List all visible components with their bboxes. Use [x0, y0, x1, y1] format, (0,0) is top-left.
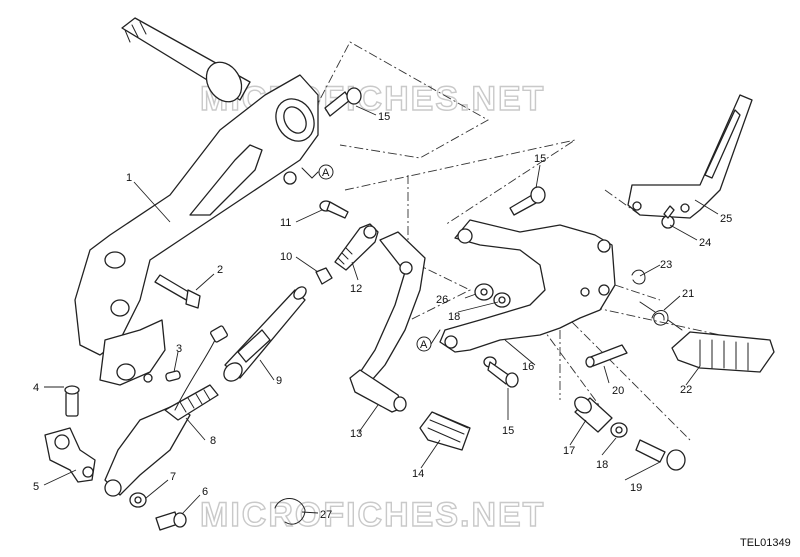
callout-26: 26 — [436, 294, 448, 306]
callout-11: 11 — [280, 217, 291, 229]
callout-4: 4 — [33, 382, 39, 394]
part-15-bolt-low — [483, 356, 519, 388]
part-22-footpeg — [671, 331, 775, 373]
part-17-bushing — [574, 396, 613, 433]
part-18-washer-top — [493, 292, 511, 308]
part-25-heel-guard — [627, 94, 753, 219]
callout-22: 22 — [680, 384, 692, 396]
callout-8: 8 — [210, 435, 216, 447]
part-12-rod-end — [334, 223, 379, 271]
part-5-rod-end — [44, 427, 96, 483]
part-21-spring — [639, 301, 683, 331]
part-23-circlip — [631, 269, 646, 285]
callout-labels: 1 2 3 4 5 6 7 8 9 10 11 12 13 14 15 15 1… — [33, 111, 732, 521]
part-10-nut — [315, 267, 333, 285]
part-15-bolt-top — [324, 87, 362, 117]
callout-24: 24 — [699, 237, 711, 249]
callout-5: 5 — [33, 481, 39, 493]
callout-3: 3 — [176, 343, 182, 355]
callout-14: 14 — [412, 468, 424, 480]
callout-2: 2 — [217, 264, 223, 276]
part-26-washer — [474, 283, 494, 301]
callout-23: 23 — [660, 259, 672, 271]
svg-text:A: A — [420, 339, 428, 351]
callout-12: 12 — [350, 283, 362, 295]
callout-20: 20 — [612, 385, 624, 397]
callout-10: 10 — [280, 251, 292, 263]
part-8-quickshifter — [104, 325, 228, 497]
part-20-pin — [585, 344, 628, 368]
callout-18-top: 18 — [448, 311, 460, 323]
callout-13: 13 — [350, 428, 362, 440]
part-19-pivot-bolt — [635, 439, 686, 471]
callout-19: 19 — [630, 482, 642, 494]
reference-marker-a-top: A — [301, 164, 334, 180]
part-1-bracket — [74, 17, 319, 386]
callout-7: 7 — [170, 471, 176, 483]
part-3-pin — [165, 370, 181, 382]
callout-27: 27 — [320, 509, 332, 521]
part-14-pedal-rubber — [419, 411, 471, 451]
reference-code: TEL01349 — [740, 537, 791, 549]
callout-21: 21 — [682, 288, 694, 300]
part-27-clip — [274, 498, 306, 525]
callout-1: 1 — [126, 172, 132, 184]
callout-15-low: 15 — [502, 425, 514, 437]
reference-marker-a-mid: A — [416, 329, 441, 352]
callout-16: 16 — [522, 361, 534, 373]
callout-6: 6 — [202, 486, 208, 498]
part-13-shift-lever — [349, 231, 426, 413]
svg-text:A: A — [322, 167, 330, 179]
callout-18-low: 18 — [596, 459, 608, 471]
assembly-lines — [304, 41, 721, 441]
part-4-bolt — [64, 385, 80, 417]
watermark-bottom: MICROFICHES.NET — [200, 496, 545, 534]
callout-17: 17 — [563, 445, 575, 457]
part-2-bolt — [154, 274, 201, 309]
part-6-bolt — [155, 511, 187, 531]
part-7-washer — [129, 492, 147, 508]
callout-9: 9 — [276, 375, 282, 387]
leader-lines — [43, 105, 719, 515]
callout-15-mid: 15 — [534, 153, 546, 165]
part-11-bolt — [319, 200, 349, 219]
part-18-washer-low — [610, 422, 628, 438]
part-9-rod-sleeve — [223, 286, 307, 382]
part-15-bolt-mid — [509, 186, 546, 216]
callout-25: 25 — [720, 213, 732, 225]
part-24-screw — [661, 205, 675, 229]
part-16-bracket — [439, 219, 616, 353]
callout-15-top: 15 — [378, 111, 390, 123]
